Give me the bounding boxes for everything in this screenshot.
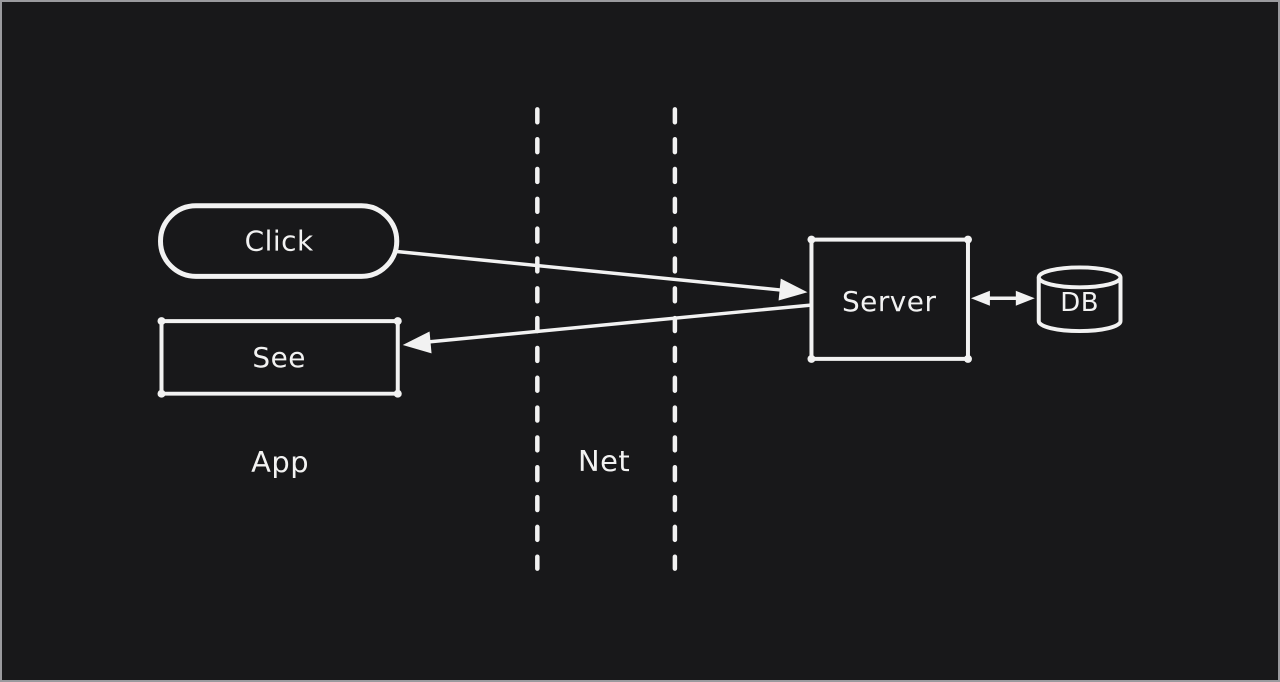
arrowhead-left-icon <box>402 331 432 354</box>
node-click: Click <box>158 203 400 279</box>
edge-server-to-see <box>402 303 812 354</box>
node-db: DB <box>1036 265 1123 334</box>
zone-net-label: Net <box>578 444 630 478</box>
arrowhead-right-icon <box>1015 290 1035 306</box>
node-server: Server <box>807 235 972 363</box>
node-see-label: See <box>252 341 306 374</box>
node-see: See <box>157 317 402 398</box>
edge-click-to-server <box>395 249 808 301</box>
arrowhead-right-icon <box>778 278 808 301</box>
node-click-label: Click <box>245 225 314 258</box>
node-db-label: DB <box>1060 288 1099 318</box>
net-zone-boundaries <box>535 107 678 571</box>
arrowhead-left-icon <box>970 290 990 306</box>
node-server-label: Server <box>842 285 937 318</box>
zone-app-label: App <box>251 445 309 479</box>
edge-server-to-db <box>970 290 1035 306</box>
